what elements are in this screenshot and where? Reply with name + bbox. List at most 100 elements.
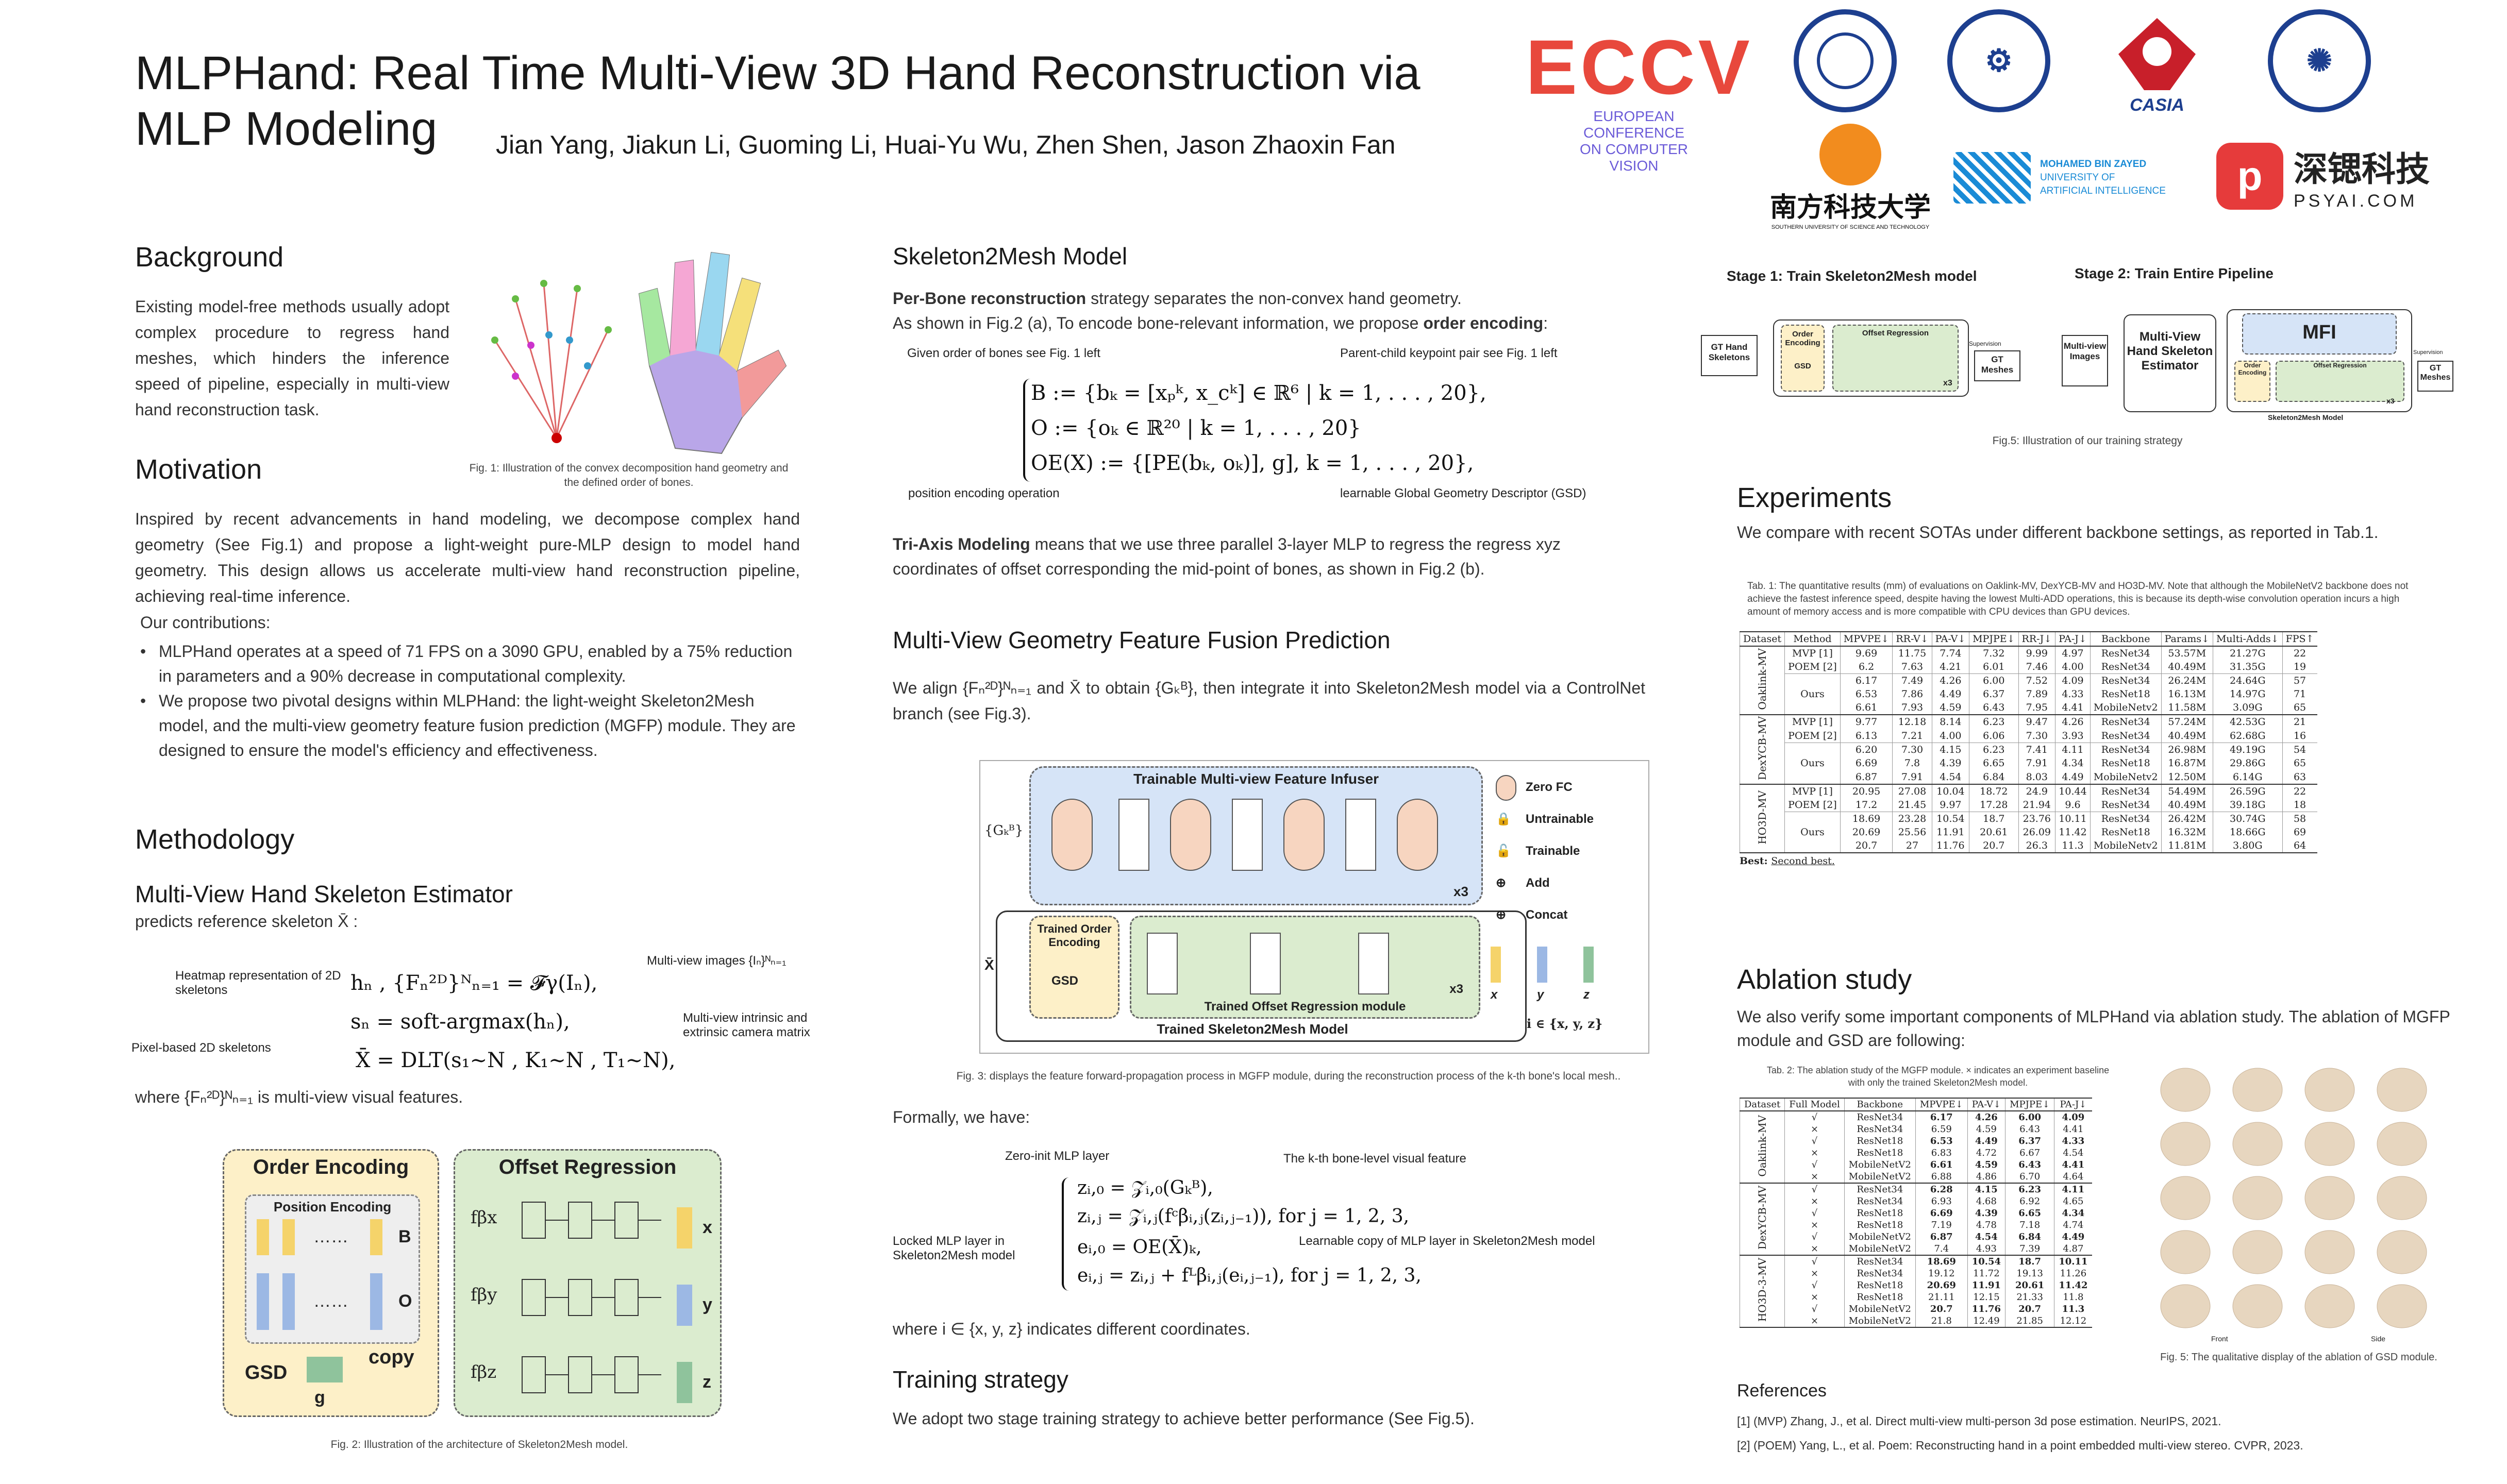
table-cell: 20.69 [1915, 1279, 1968, 1291]
table-cell: 21.27G [2212, 646, 2283, 660]
table-cell: MobileNetV2 [1844, 1303, 1916, 1315]
table-cell: 11.91 [1931, 825, 1969, 839]
table-cell: 20.61 [2005, 1279, 2054, 1291]
psyai-logo: p 深锶科技 PSYAI.COM [2216, 140, 2453, 212]
table-cell: 6.17 [1840, 673, 1893, 687]
table-cell: 11.42 [2054, 1279, 2092, 1291]
table-cell: 63 [2282, 770, 2317, 785]
stage2-title: Stage 2: Train Entire Pipeline [2075, 265, 2274, 281]
table-cell [1784, 770, 1841, 785]
table-cell: 49.19G [2212, 743, 2283, 757]
table-cell: 22 [2282, 784, 2317, 799]
fig2-copy: copy [369, 1346, 414, 1368]
fig2-B: B [398, 1227, 411, 1246]
fig2-fbz: fβz [471, 1362, 497, 1382]
table-cell: 6.06 [1969, 729, 2019, 743]
contribution-1: MLPHand operates at a speed of 71 FPS on… [135, 639, 800, 688]
table-cell: 21.85 [2005, 1315, 2054, 1327]
tab1-dataset-cell: Oaklink-MV [1739, 646, 1785, 715]
table-cell: 53.57M [2161, 646, 2213, 660]
table-cell: 4.41 [2054, 1123, 2092, 1135]
legend-add: ⊕Add [1496, 876, 1550, 890]
table-cell: ResNet34 [2090, 784, 2162, 799]
table-cell: 7.8 [1892, 756, 1932, 770]
table-cell: MobileNetV2 [1844, 1171, 1916, 1183]
table-cell: 6.84 [2005, 1231, 2054, 1243]
table-cell: 7.52 [2018, 673, 2055, 687]
table-cell: 10.54 [1967, 1255, 2005, 1268]
table-cell: 26.24M [2161, 673, 2213, 687]
hand-render [2304, 1176, 2355, 1220]
table-cell: 18.72 [1969, 784, 2019, 799]
table-cell: 65 [2282, 756, 2317, 770]
table-cell: 4.49 [1967, 1135, 2005, 1147]
tab1-header-cell: RR-J↓ [2018, 632, 2055, 647]
fig2-dots2: …… [313, 1291, 348, 1311]
mgfp-text: We align {Fₙ²ᴰ}ᴺₙ₌₁ and X̄ to obtain {Gₖ… [893, 679, 1645, 723]
tab1-header-cell: RR-V↓ [1892, 632, 1932, 647]
table-cell: 9.77 [1840, 715, 1893, 729]
table-cell: 4.72 [1967, 1147, 2005, 1159]
hand-render [2377, 1284, 2427, 1328]
poster-title-line2: MLP Modeling [135, 103, 438, 155]
table-cell: 6.53 [1915, 1135, 1968, 1147]
table-cell: 26.3 [2018, 839, 2055, 853]
predicts-text: predicts reference skeleton X̄ : [135, 912, 358, 931]
hand-render [2232, 1122, 2283, 1166]
stage2-diagram: Multi-view Images Multi-View Hand Skelet… [2062, 304, 2453, 423]
table-cell: 8.03 [2018, 770, 2055, 785]
fig2-gsd: GSD [245, 1362, 288, 1384]
experiments-heading: Experiments [1737, 482, 1892, 513]
s1-gsd: GSD [1794, 362, 1811, 370]
table-cell: 14.97G [2212, 687, 2283, 701]
table-cell: 57 [2282, 673, 2317, 687]
training-heading: Training strategy [893, 1366, 1068, 1393]
table-cell: POEM [2] [1784, 660, 1841, 674]
tab1-header-cell: Method [1784, 632, 1841, 647]
table-cell: 20.7 [2005, 1303, 2054, 1315]
table-cell: 6.43 [2005, 1123, 2054, 1135]
table-cell: 4.00 [1931, 729, 1969, 743]
fig2-x: x [703, 1218, 712, 1237]
table-cell [1784, 743, 1841, 757]
tab1-legend: Best: Second best. [1740, 855, 2317, 867]
table-cell: 22 [2282, 646, 2317, 660]
table-cell: 7.4 [1915, 1243, 1968, 1255]
table-cell: 4.33 [2055, 687, 2091, 701]
tab2-caption: Tab. 2: The ablation study of the MGFP m… [1766, 1065, 2110, 1088]
table-cell: ResNet18 [2090, 756, 2162, 770]
s1-gt-meshes: GT Meshes [1974, 350, 2020, 381]
authors: Jian Yang, Jiakun Li, Guoming Li, Huai-Y… [496, 130, 1396, 159]
psyai-en: PSYAI.COM [2294, 191, 2418, 211]
table-cell: 6.59 [1915, 1123, 1968, 1135]
table-cell: 6.2 [1840, 660, 1893, 674]
fig5-caption: Fig. 5: The qualitative display of the a… [2160, 1352, 2437, 1363]
eccv-sub-3: ON COMPUTER [1580, 141, 1688, 157]
eq-dlt: X̄ = DLT(s₁∼N , K₁∼N , T₁∼N), [356, 1049, 676, 1072]
table-cell: ResNet18 [1844, 1219, 1916, 1231]
table-cell: MobileNetV2 [1844, 1159, 1916, 1171]
table-cell: 18.66G [2212, 825, 2283, 839]
table-cell: 6.17 [1915, 1111, 1968, 1123]
fig3-legend: Zero FC 🔒Untrainable 🔓Trainable ⊕Add ⊕Co… [1496, 771, 1594, 931]
table-cell: 12.49 [1967, 1315, 2005, 1327]
table-cell: 12.15 [1967, 1291, 2005, 1303]
table-cell: 4.39 [1967, 1207, 2005, 1219]
table-cell: 25.56 [1892, 825, 1932, 839]
eccv-sub-1: EUROPEAN [1593, 108, 1675, 124]
table-cell: 29.86G [2212, 756, 2283, 770]
ann-learnable: Learnable copy of MLP layer in Skeleton2… [1299, 1234, 1595, 1248]
ann-pixel: Pixel-based 2D skeletons [131, 1041, 271, 1055]
table-cell: 18 [2282, 798, 2317, 812]
table-cell: 26.98M [2161, 743, 2213, 757]
formally-text: Formally, we have: [893, 1108, 1030, 1126]
table-cell: 11.81M [2161, 839, 2213, 853]
where-features: where {Fₙ²ᴰ}ᴺₙ₌₁ is multi-view visual fe… [135, 1088, 463, 1106]
s2m-heading: Skeleton2Mesh Model [893, 243, 1128, 269]
fig3-y: y [1537, 988, 1544, 1002]
hand-render [2160, 1284, 2211, 1328]
